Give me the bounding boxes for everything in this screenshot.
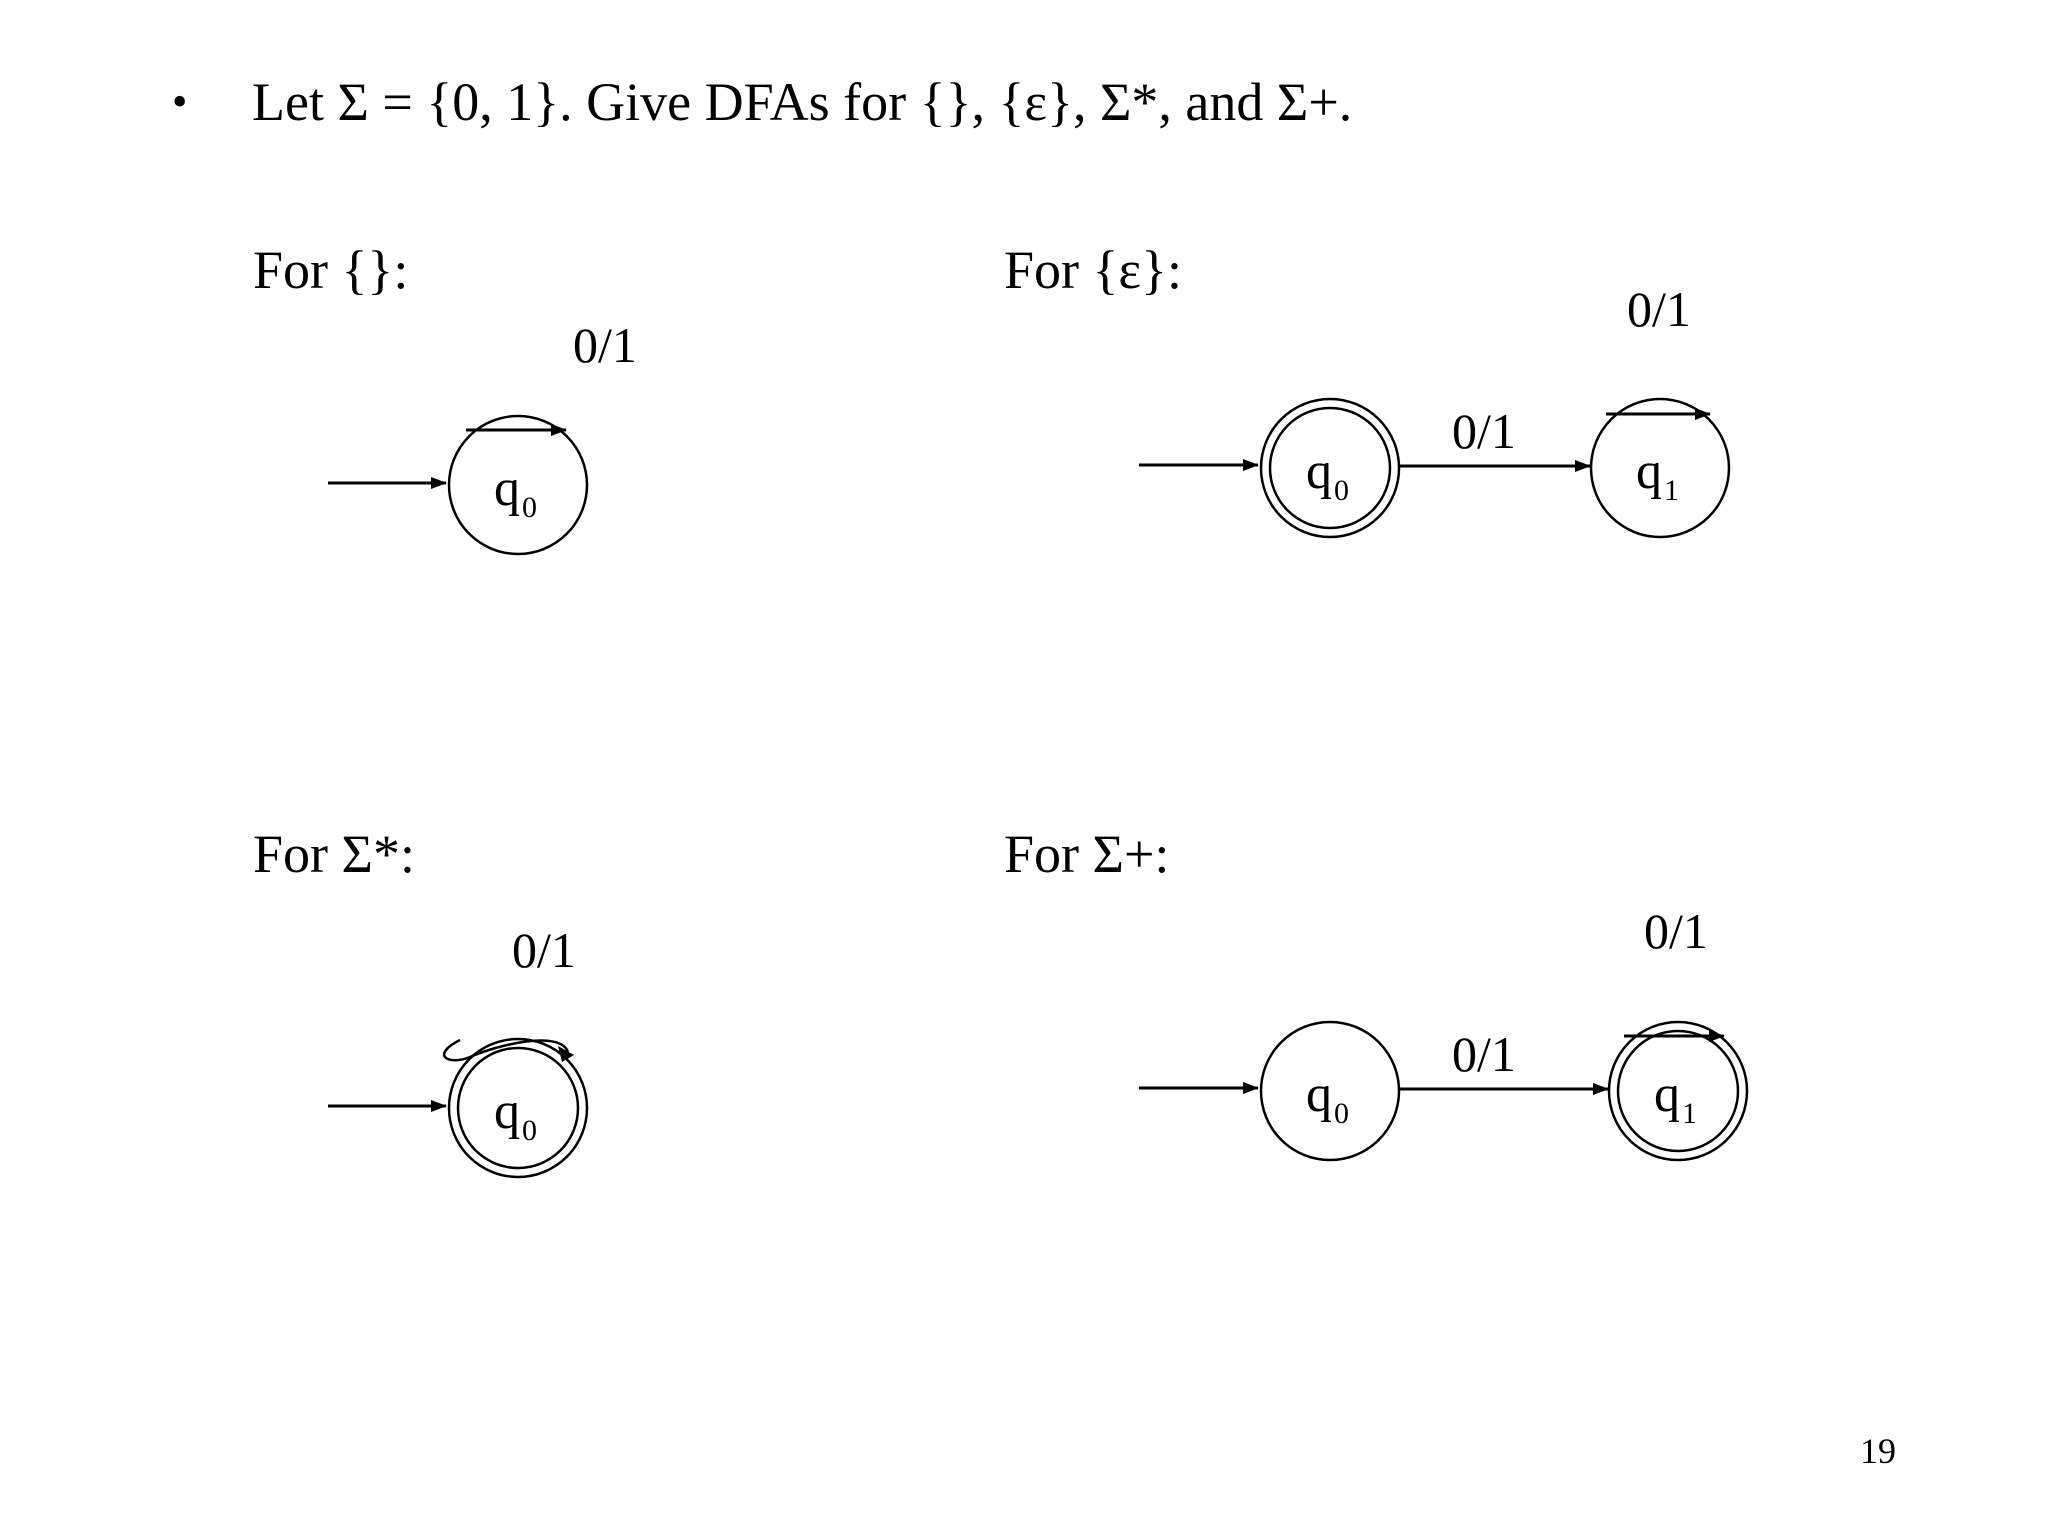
state-q0-accepting-ring <box>1268 406 1392 530</box>
self-loop-label: 0/1 <box>1627 281 1691 337</box>
state-q0-name: q <box>1306 1066 1332 1123</box>
bullet-symbol: • <box>172 77 188 126</box>
state-q1-name: q <box>1636 443 1662 500</box>
dfa-epsilon: q 0 0/1 q 1 0/1 <box>1139 281 1731 539</box>
state-q1-outer <box>1607 1020 1749 1162</box>
heading-epsilon-language: For {ε}: <box>1004 240 1183 300</box>
heading-empty-language: For {}: <box>253 240 409 300</box>
self-loop-label: 0/1 <box>512 922 576 978</box>
state-q0-subscript: 0 <box>1334 1097 1349 1130</box>
state-q0 <box>447 414 589 556</box>
dfa-sigma-star: q 0 0/1 <box>328 922 589 1179</box>
self-loop-label: 0/1 <box>573 317 637 373</box>
state-q1-subscript: 1 <box>1664 474 1679 507</box>
problem-text: Let Σ = {0, 1}. Give DFAs for {}, {ε}, Σ… <box>252 72 1353 132</box>
transition-label: 0/1 <box>1452 403 1516 459</box>
dfa-sigma-plus: q 0 0/1 q 1 0/1 <box>1139 903 1749 1162</box>
self-loop-curve <box>443 1038 570 1062</box>
state-q1-accepting-ring <box>1616 1029 1740 1153</box>
problem-statement: • Let Σ = {0, 1}. Give DFAs for {}, {ε}, … <box>172 66 1352 138</box>
state-q0-name: q <box>494 1083 520 1140</box>
self-loop-arrowhead <box>558 1046 574 1062</box>
heading-sigma-plus: For Σ+: <box>1004 824 1170 884</box>
dfa-empty: q 0 0/1 <box>328 317 637 556</box>
state-q1-subscript: 1 <box>1682 1097 1697 1130</box>
state-q0-subscript: 0 <box>1334 474 1349 507</box>
state-q1 <box>1589 397 1731 539</box>
state-q0-outer <box>1259 397 1401 539</box>
state-q0-name: q <box>494 460 520 517</box>
state-q0-subscript: 0 <box>522 1114 537 1147</box>
transition-label: 0/1 <box>1452 1026 1516 1082</box>
state-q0 <box>1259 1020 1401 1162</box>
state-q1-name: q <box>1654 1066 1680 1123</box>
state-q0-name: q <box>1306 443 1332 500</box>
page-number: 19 <box>1860 1431 1896 1471</box>
self-loop-label: 0/1 <box>1644 903 1708 959</box>
heading-sigma-star: For Σ*: <box>253 824 415 884</box>
state-q0-outer <box>447 1037 589 1179</box>
state-q0-accepting-ring <box>456 1046 580 1170</box>
state-q0-subscript: 0 <box>522 491 537 524</box>
